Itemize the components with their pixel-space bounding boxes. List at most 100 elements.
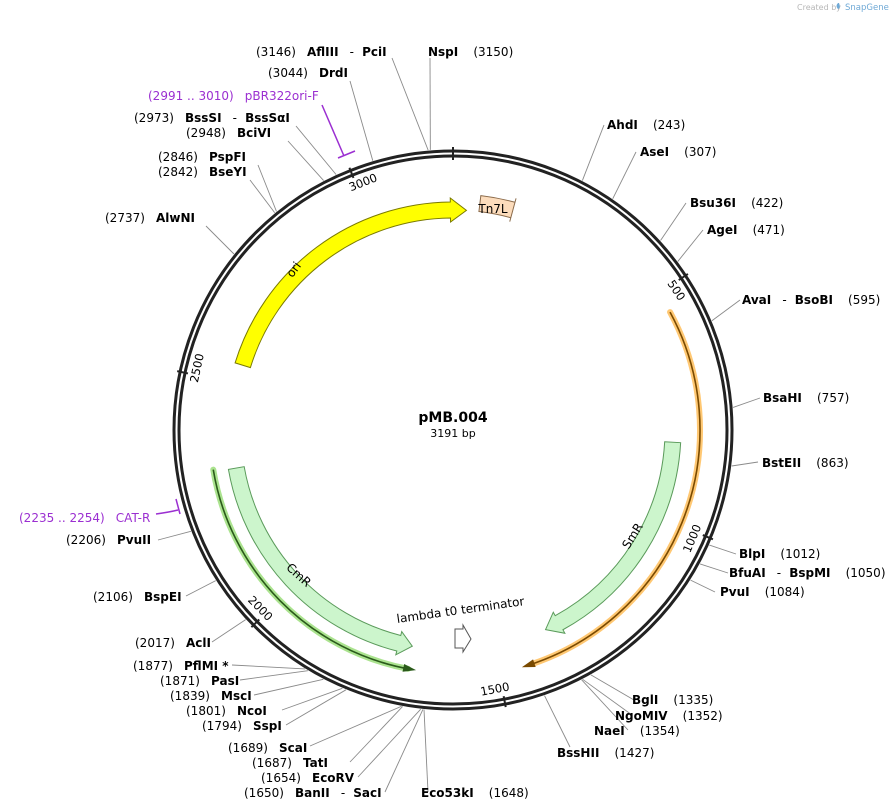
- primer-pbr322-marker[interactable]: [321, 104, 356, 159]
- site-label-bgli[interactable]: BglI (1335): [632, 689, 713, 708]
- smr-orf-core: [527, 311, 701, 667]
- leader-3044: [349, 80, 374, 161]
- leader-2737: [205, 225, 235, 255]
- tick-500: [678, 273, 689, 281]
- site-label-blpi[interactable]: BlpI (1012): [739, 543, 820, 562]
- feature-smr[interactable]: [544, 441, 682, 634]
- site-label-agei[interactable]: AgeI (471): [707, 219, 785, 238]
- site-label-bsssi[interactable]: (2973) BssSI - BssSαI: [134, 107, 290, 126]
- leader-1352: [582, 678, 633, 716]
- site-label-pasi[interactable]: (1871) PasI: [160, 670, 239, 689]
- leader-1084: [690, 579, 716, 593]
- leader-1650: [384, 709, 424, 793]
- site-label-bsteii[interactable]: BstEII (863): [762, 452, 849, 471]
- leader-1335: [590, 674, 635, 701]
- site-label-msci[interactable]: (1839) MscI: [170, 685, 252, 704]
- leader-1648: [423, 709, 429, 793]
- cmr-orf-arrowhead: [402, 663, 417, 672]
- leader-422: [660, 202, 687, 241]
- leader-2842: [249, 179, 276, 214]
- snapgene-logo-icon: [836, 3, 840, 9]
- brand-created-by: Created by: [797, 3, 841, 12]
- site-label-bseyi[interactable]: (2842) BseYI: [158, 161, 247, 180]
- leader-863: [731, 461, 759, 467]
- leader-1877: [231, 664, 306, 670]
- leader-243: [581, 124, 605, 181]
- site-label-ncoi[interactable]: (1801) NcoI: [186, 700, 267, 719]
- leader-2206: [157, 530, 191, 541]
- site-labels-left: (3146) AflIII - PciI (3044) DrdI (2973) …: [66, 41, 387, 801]
- site-label-nspi[interactable]: NspI (3150): [428, 41, 513, 60]
- feature-label-tn7l: Tn7L: [477, 202, 508, 216]
- site-label-banii[interactable]: (1650) BanII - SacI: [244, 782, 382, 801]
- leader-307: [612, 151, 637, 199]
- leader-1050: [699, 563, 729, 574]
- site-label-naei[interactable]: NaeI (1354): [594, 720, 680, 739]
- site-label-sspi[interactable]: (1794) SspI: [202, 715, 282, 734]
- site-label-acli[interactable]: (2017) AclI: [135, 632, 211, 651]
- feature-cmr[interactable]: [227, 466, 414, 656]
- tick-label-2500: 2500: [187, 352, 207, 384]
- site-label-ahdi[interactable]: AhdI (243): [607, 114, 685, 133]
- site-label-alwni[interactable]: (2737) AlwNI: [105, 207, 195, 226]
- feature-label-lambda-t0-terminator: lambda t0 terminator: [396, 594, 525, 626]
- site-label-pspfi[interactable]: (2846) PspFI: [158, 146, 246, 165]
- tick-1500: [502, 696, 507, 708]
- feature-tn7l[interactable]: [478, 195, 517, 222]
- site-label-afliii[interactable]: (3146) AflIII - PciI: [256, 41, 387, 60]
- leader-1839: [253, 678, 324, 696]
- smr-orf-arc: [529, 309, 703, 668]
- site-label-drdi[interactable]: (3044) DrdI: [268, 62, 348, 81]
- leader-lines: [157, 57, 761, 793]
- leader-1354: [581, 679, 629, 731]
- site-label-bsahi[interactable]: BsaHI (757): [763, 387, 849, 406]
- site-label-ecorv[interactable]: (1654) EcoRV: [261, 767, 355, 786]
- primer-label-pbr322ori-f[interactable]: (2991 .. 3010) pBR322ori-F: [148, 85, 319, 104]
- leader-2846: [257, 164, 277, 212]
- leader-2017: [211, 619, 246, 643]
- site-label-tati[interactable]: (1687) TatI: [252, 752, 328, 771]
- leader-1801: [281, 687, 343, 711]
- primer-markers: [155, 104, 356, 515]
- tick-label-1500: 1500: [479, 680, 510, 699]
- brand-app-name: SnapGene: [845, 3, 889, 13]
- site-label-pvui[interactable]: PvuI (1084): [720, 581, 805, 600]
- plasmid-length: 3191 bp: [430, 427, 475, 440]
- site-label-bspei[interactable]: (2106) BspEI: [93, 586, 182, 605]
- site-label-ngomiv[interactable]: NgoMIV (1352): [615, 705, 723, 724]
- leader-3146: [391, 57, 429, 151]
- tick-1000: [702, 534, 714, 541]
- site-label-scai[interactable]: (1689) ScaI: [228, 737, 307, 756]
- leader-1871: [239, 670, 308, 681]
- plasmid-name: pMB.004: [418, 410, 487, 426]
- site-label-pflmi[interactable]: (1877) PflMI *: [133, 655, 229, 674]
- leader-1427: [544, 695, 571, 748]
- leader-1794: [285, 689, 347, 726]
- site-label-asei[interactable]: AseI (307): [640, 141, 716, 160]
- primer-catr-marker[interactable]: [155, 498, 181, 515]
- leader-2106: [185, 580, 216, 597]
- leader-757: [732, 397, 761, 408]
- site-label-bsshii[interactable]: BssHII (1427): [557, 742, 654, 761]
- site-label-eco53ki[interactable]: Eco53kI (1648): [421, 782, 529, 801]
- leader-1689: [309, 705, 402, 747]
- site-label-bcivi[interactable]: (2948) BciVI: [186, 122, 271, 141]
- leader-2973: [295, 125, 337, 175]
- leader-2948: [287, 140, 324, 181]
- snapgene-brand: Created by SnapGene: [797, 3, 889, 13]
- smr-orf-arrowhead: [521, 659, 536, 668]
- tick-2500: [176, 370, 189, 375]
- leader-1012: [709, 544, 737, 555]
- site-label-pvuii[interactable]: (2206) PvuII: [66, 529, 151, 548]
- site-labels-right: NspI (3150) AhdI (243) AseI (307) Bsu36I…: [421, 41, 886, 801]
- features: ori Tn7L SmR CmR lambda t0 terminator: [210, 195, 703, 672]
- site-label-avai[interactable]: AvaI - BsoBI (595): [742, 289, 880, 308]
- tick-3000: [348, 167, 355, 179]
- primer-label-cat-r[interactable]: (2235 .. 2254) CAT-R: [19, 507, 150, 526]
- feature-ori[interactable]: [234, 196, 468, 369]
- site-label-bsu36i[interactable]: Bsu36I (422): [690, 192, 783, 211]
- leader-471: [677, 229, 704, 262]
- site-label-bfuai[interactable]: BfuAI - BspMI (1050): [729, 562, 886, 581]
- feature-lambda-t0-terminator[interactable]: [454, 623, 472, 654]
